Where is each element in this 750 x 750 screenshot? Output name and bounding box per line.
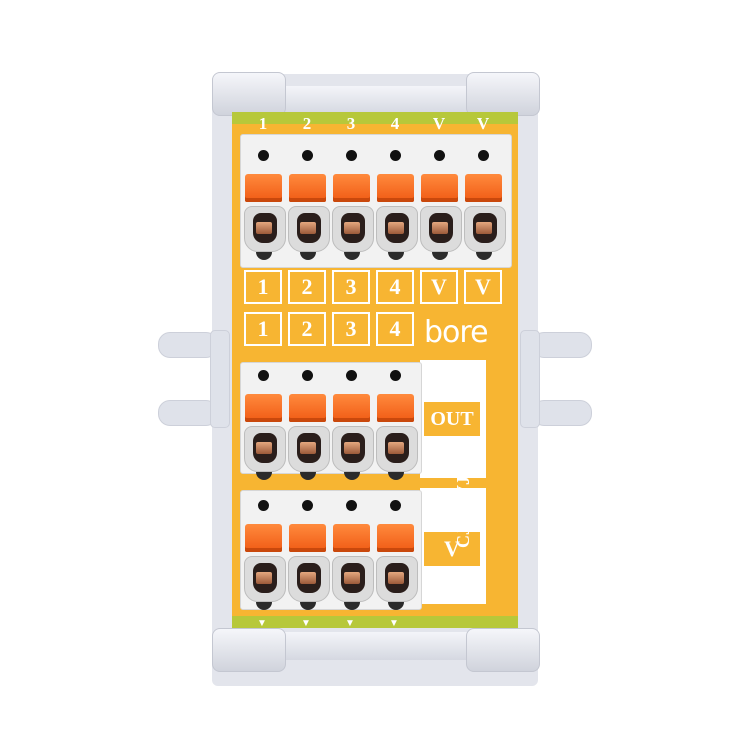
upper-row-label-1: 1 xyxy=(244,270,282,304)
terminal-foot xyxy=(256,472,272,480)
copper-contact xyxy=(256,442,272,454)
terminal-foot xyxy=(388,602,404,610)
wire-entry-hole xyxy=(258,370,269,381)
upper-row-label-2: 2 xyxy=(288,270,326,304)
wire-entry-hole xyxy=(478,150,489,161)
terminal-foot xyxy=(344,252,360,260)
top-label-v1: V xyxy=(432,114,446,133)
bottom-arrow-marker: ▼ xyxy=(345,618,355,629)
din-clip-left-upper xyxy=(158,332,218,358)
lower-row-label-3: 3 xyxy=(332,312,370,346)
copper-contact xyxy=(432,222,448,234)
copper-contact xyxy=(388,572,404,584)
pcb-edge-top xyxy=(232,112,518,124)
orange-release-lever[interactable] xyxy=(245,394,282,422)
housing-corner-bottom-right xyxy=(466,628,540,672)
copper-contact xyxy=(344,442,360,454)
model-number: CJ7-YVJ04V xyxy=(453,445,473,548)
terminal-foot xyxy=(432,252,448,260)
wire-entry-hole xyxy=(390,500,401,511)
terminal-foot xyxy=(300,602,316,610)
din-clip-post-left xyxy=(210,330,230,428)
clamp-socket xyxy=(376,206,418,252)
upper-row-label-v1: V xyxy=(420,270,458,304)
out-tag: OUT xyxy=(424,402,480,436)
housing-corner-bottom-left xyxy=(212,628,286,672)
top-label-2: 2 xyxy=(302,114,312,133)
lower-row-label-4: 4 xyxy=(376,312,414,346)
orange-release-lever[interactable] xyxy=(333,524,370,552)
upper-row-label-4: 4 xyxy=(376,270,414,304)
terminal-foot xyxy=(300,252,316,260)
copper-contact xyxy=(388,222,404,234)
din-clip-left-lower xyxy=(158,400,218,426)
wire-entry-hole xyxy=(390,370,401,381)
v-tag: V xyxy=(424,532,480,566)
wire-entry-hole xyxy=(390,150,401,161)
upper-row-label-v2: V xyxy=(464,270,502,304)
din-clip-post-right xyxy=(520,330,540,428)
brand-logo-text: bore xyxy=(424,315,489,350)
wire-entry-hole xyxy=(434,150,445,161)
orange-release-lever[interactable] xyxy=(289,174,326,202)
orange-release-lever[interactable] xyxy=(465,174,502,202)
terminal-foot xyxy=(388,472,404,480)
terminal-foot xyxy=(388,252,404,260)
orange-release-lever[interactable] xyxy=(289,394,326,422)
wire-entry-hole xyxy=(346,150,357,161)
wire-entry-hole xyxy=(346,370,357,381)
din-clip-right-lower xyxy=(532,400,592,426)
lower-row-label-2: 2 xyxy=(288,312,326,346)
bottom-arrow-marker: ▼ xyxy=(389,618,399,629)
terminal-foot xyxy=(344,472,360,480)
orange-release-lever[interactable] xyxy=(421,174,458,202)
housing-bottom-bar xyxy=(274,632,474,660)
housing-corner-top-left xyxy=(212,72,286,116)
top-label-4: 4 xyxy=(390,114,400,133)
copper-contact xyxy=(256,222,272,234)
copper-contact xyxy=(344,222,360,234)
orange-release-lever[interactable] xyxy=(245,524,282,552)
copper-contact xyxy=(300,222,316,234)
copper-contact xyxy=(476,222,492,234)
lower-row-label-1: 1 xyxy=(244,312,282,346)
clamp-socket xyxy=(420,206,462,252)
orange-release-lever[interactable] xyxy=(245,174,282,202)
orange-release-lever[interactable] xyxy=(333,394,370,422)
copper-contact xyxy=(256,572,272,584)
copper-contact xyxy=(344,572,360,584)
terminal-foot xyxy=(256,602,272,610)
upper-row-label-3: 3 xyxy=(332,270,370,304)
wire-entry-hole xyxy=(302,150,313,161)
orange-release-lever[interactable] xyxy=(377,174,414,202)
pcb-edge-bottom xyxy=(232,616,518,628)
terminal-foot xyxy=(344,602,360,610)
top-label-v2: V xyxy=(476,114,490,133)
orange-release-lever[interactable] xyxy=(377,394,414,422)
wire-entry-hole xyxy=(346,500,357,511)
top-label-3: 3 xyxy=(346,114,356,133)
bottom-arrow-marker: ▼ xyxy=(301,618,311,629)
wire-entry-hole xyxy=(302,370,313,381)
orange-release-lever[interactable] xyxy=(377,524,414,552)
wire-entry-hole xyxy=(258,150,269,161)
orange-release-lever[interactable] xyxy=(333,174,370,202)
top-label-1: 1 xyxy=(258,114,268,133)
housing-top-bar xyxy=(274,86,474,114)
copper-contact xyxy=(300,442,316,454)
bottom-arrow-marker: ▼ xyxy=(257,618,267,629)
housing-corner-top-right xyxy=(466,72,540,116)
terminal-foot xyxy=(476,252,492,260)
orange-release-lever[interactable] xyxy=(289,524,326,552)
copper-contact xyxy=(388,442,404,454)
wire-entry-hole xyxy=(258,500,269,511)
terminal-foot xyxy=(256,252,272,260)
wire-entry-hole xyxy=(302,500,313,511)
copper-contact xyxy=(300,572,316,584)
terminal-foot xyxy=(300,472,316,480)
din-clip-right-upper xyxy=(532,332,592,358)
